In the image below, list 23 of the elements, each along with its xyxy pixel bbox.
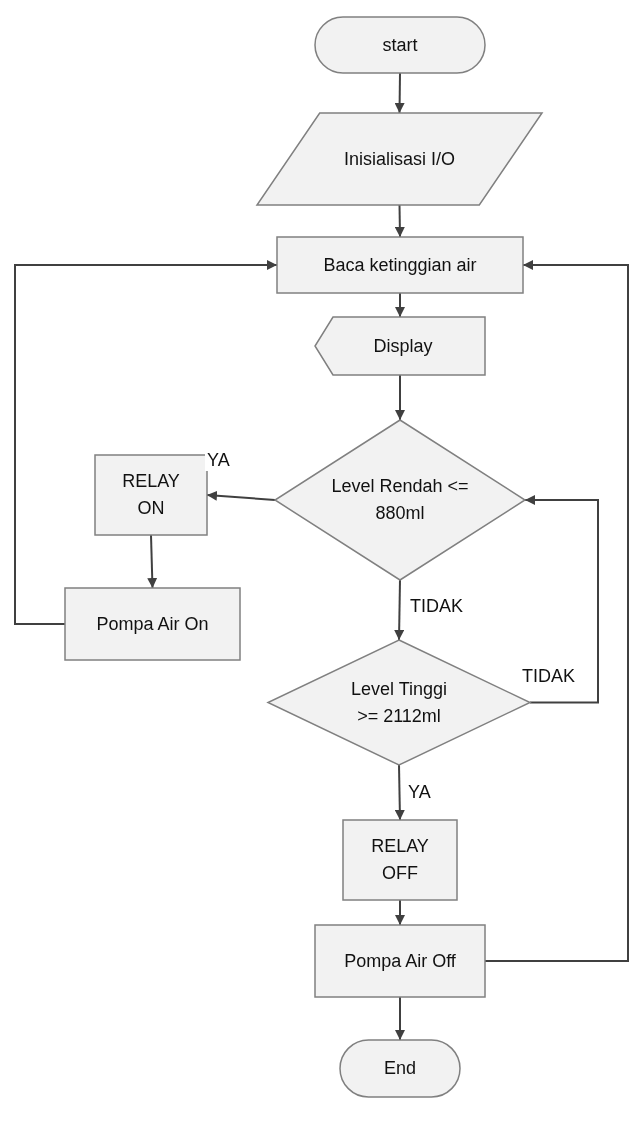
node-label: RELAY OFF	[370, 835, 430, 885]
node-label: Baca ketinggian air	[323, 253, 477, 277]
arrow	[395, 996, 405, 1041]
node-label: start	[382, 33, 418, 57]
node-label: Level Rendah <= 880ml	[330, 475, 470, 525]
arrow	[147, 534, 158, 589]
node-label: Level Tinggi >= 2112ml	[349, 677, 449, 728]
node-label: End	[384, 1057, 416, 1080]
node-label: RELAY ON	[121, 470, 181, 520]
arrow	[394, 204, 405, 238]
arrow	[395, 374, 405, 421]
edge-label: YA	[205, 450, 232, 471]
arrow	[524, 495, 599, 704]
arrow	[394, 72, 405, 114]
node-label: Pompa Air Off	[344, 949, 456, 973]
node-label: Display	[372, 334, 433, 358]
arrow	[14, 260, 278, 625]
arrow	[394, 764, 405, 821]
node-label: Inisialisasi I/O	[343, 147, 455, 171]
arrow	[394, 579, 405, 641]
arrow	[395, 899, 405, 926]
node-label: Pompa Air On	[96, 612, 209, 636]
arrow	[395, 292, 405, 318]
